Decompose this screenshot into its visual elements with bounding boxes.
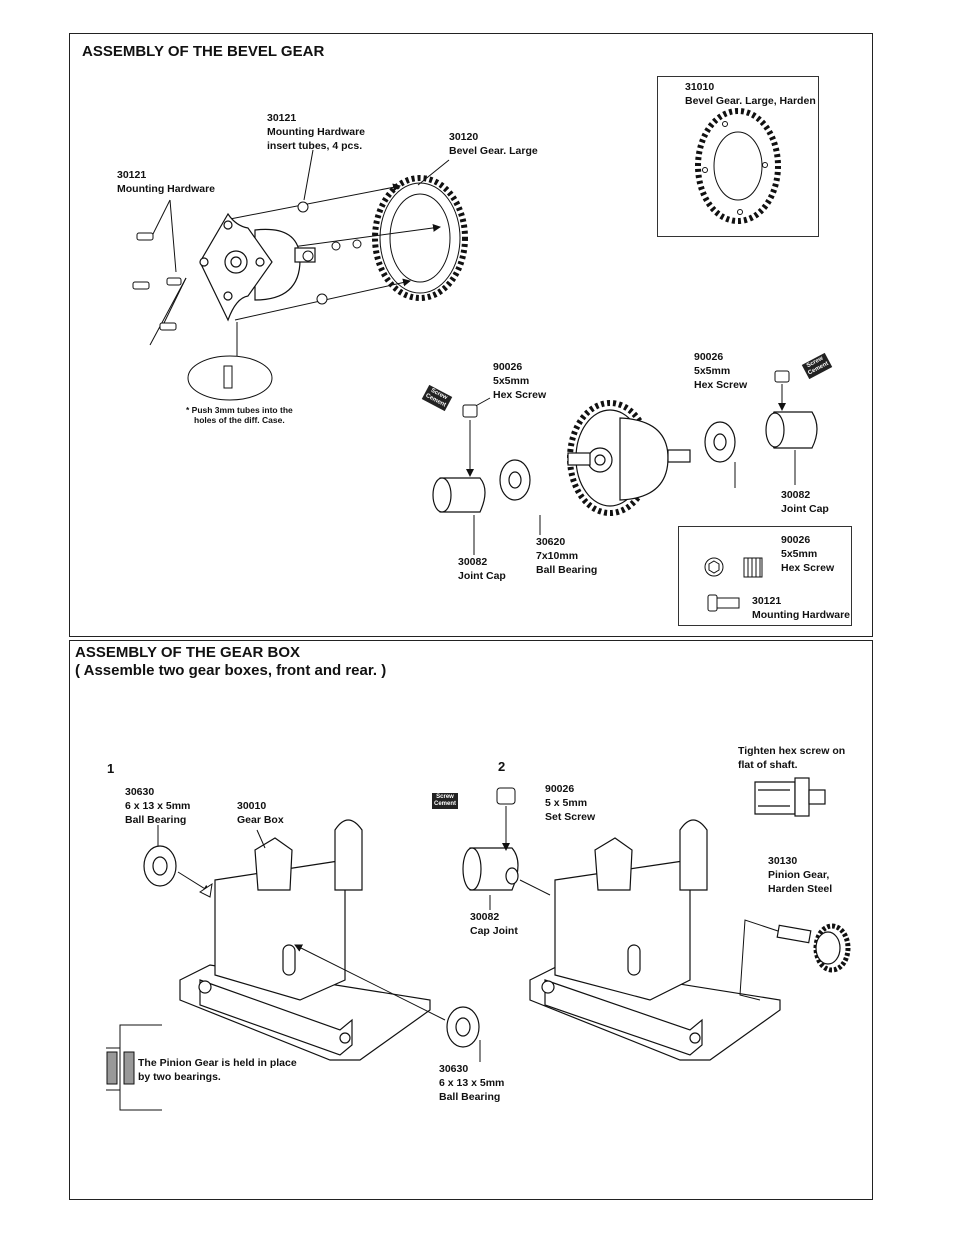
legend-icons	[704, 557, 763, 612]
legend-box	[678, 526, 852, 626]
insert-tubes	[297, 201, 362, 305]
bevel-gear-panel	[69, 33, 873, 637]
gear-box-panel	[69, 640, 873, 1200]
cap-joint-step2	[462, 847, 519, 891]
joint-caps	[432, 411, 818, 513]
arrow-marker-triangle	[199, 882, 213, 898]
step-2-number: 2	[498, 759, 506, 774]
bevel-gear-drawing	[132, 108, 818, 612]
pinion-note-bracket	[106, 1024, 162, 1111]
assembled-diff	[567, 400, 691, 516]
set-screw-icon	[496, 787, 516, 805]
ball-bearings	[499, 421, 736, 501]
tighten-inset	[754, 777, 826, 817]
gear-box-1	[179, 819, 431, 1061]
gear-box-2	[529, 819, 781, 1061]
bevel-gear-title: ASSEMBLY OF THE BEVEL GEAR	[82, 43, 325, 60]
gear-box-title: ASSEMBLY OF THE GEAR BOX( Assemble two g…	[75, 644, 387, 679]
mount-screws	[132, 232, 182, 331]
step-1-number: 1	[107, 761, 115, 776]
bevel-gear-large	[372, 175, 468, 301]
bevel-harden-box	[657, 76, 819, 237]
bevel-gear-harden	[695, 108, 781, 224]
diff-case	[199, 212, 316, 322]
bearings-step1	[143, 845, 480, 1048]
pinion-gear	[776, 923, 851, 973]
